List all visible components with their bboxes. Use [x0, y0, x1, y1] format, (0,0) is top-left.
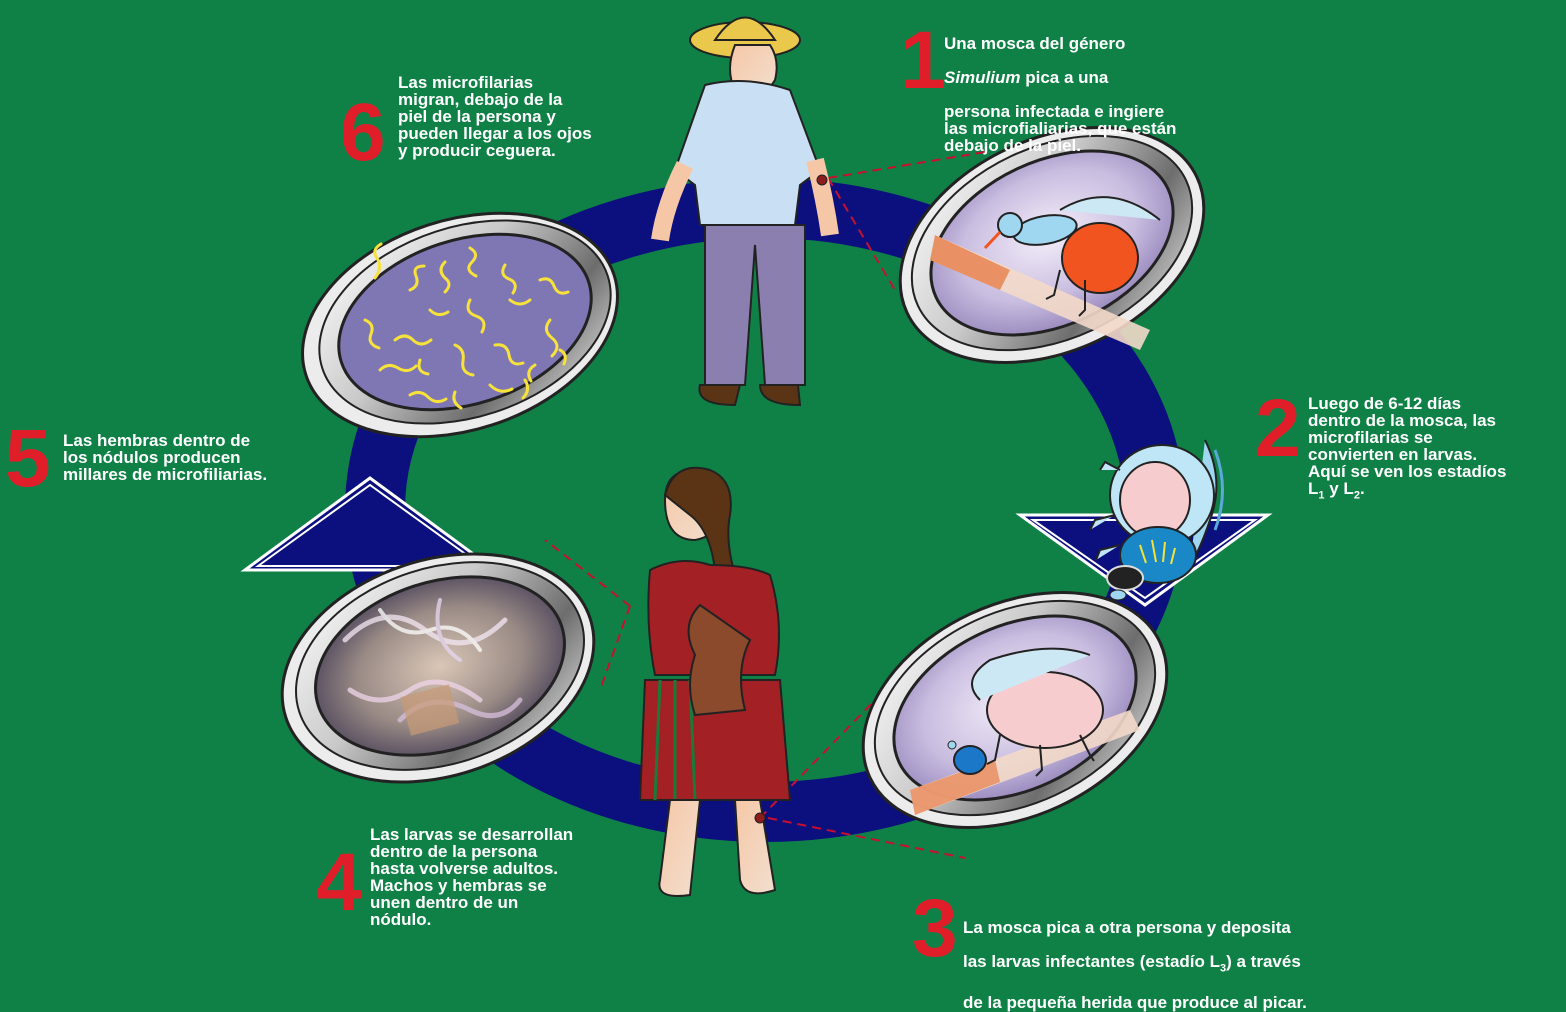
step-text-5: Las hembras dentro de los nódulos produc…: [63, 432, 267, 483]
step-2-end: .: [1360, 479, 1365, 498]
step-number-6: 6: [340, 92, 386, 174]
step-2-and: y: [1325, 479, 1344, 498]
step-1-genus: Simulium: [944, 68, 1021, 87]
step-2-text: Luego de 6-12 días dentro de la mosca, l…: [1308, 394, 1506, 481]
step-2-L2: L: [1343, 479, 1353, 498]
step-1-rest: persona infectada e ingiere las microfia…: [944, 102, 1176, 155]
step-text-6: Las microfilarias migran, debajo de la p…: [398, 74, 592, 159]
step-1-line-2-rest: pica a una: [1021, 68, 1109, 87]
step-3-line-2b: ) a través: [1226, 952, 1301, 971]
step-number-2: 2: [1255, 388, 1301, 470]
step-number-5: 5: [5, 418, 51, 500]
step-3-line-1: La mosca pica a otra persona y deposita: [963, 918, 1291, 937]
step-number-4: 4: [316, 842, 362, 924]
step-3-line-3: de la pequeña herida que produce al pica…: [963, 993, 1307, 1012]
step-number-1: 1: [900, 20, 946, 102]
step-text-1: Una mosca del género Simulium pica a una…: [944, 18, 1176, 154]
step-1-line-1: Una mosca del género: [944, 34, 1125, 53]
step-text-3: La mosca pica a otra persona y deposita …: [963, 902, 1307, 1011]
step-text-2: Luego de 6-12 días dentro de la mosca, l…: [1308, 378, 1506, 504]
step-3-line-2a: las larvas infectantes (estadío L: [963, 952, 1220, 971]
step-text-4: Las larvas se desarrollan dentro de la p…: [370, 826, 573, 928]
step-2-L1: L: [1308, 479, 1318, 498]
step-number-3: 3: [912, 888, 958, 970]
